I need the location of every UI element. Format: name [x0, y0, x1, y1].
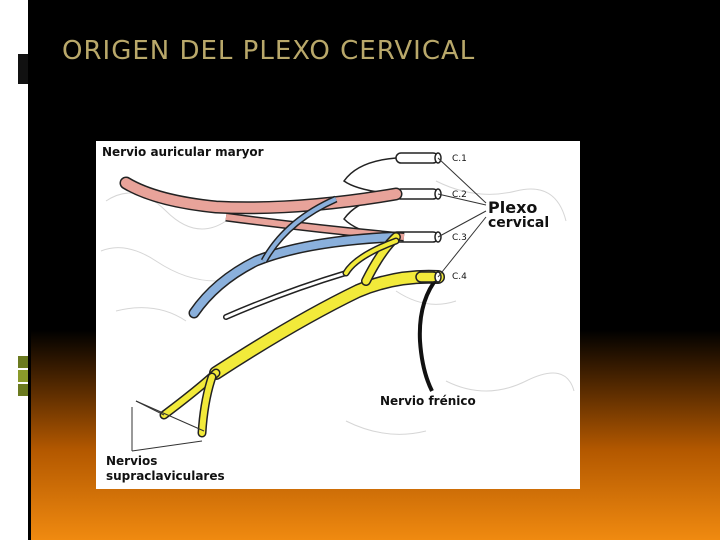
- auricular-nerve-fill: [121, 178, 401, 213]
- diagram-svg: Nervio auricular maryor C.1 C.2 C.3 C.4 …: [100, 145, 575, 483]
- label-c3: C.3: [452, 233, 467, 243]
- mid-marker-1: [18, 356, 28, 368]
- phrenic-nerve: [417, 275, 440, 392]
- supraclavicular-nerves: [159, 232, 445, 438]
- label-supraclaviculares: supraclaviculares: [106, 469, 225, 483]
- blue-nerve-fill: [190, 233, 398, 317]
- root-c1: [395, 152, 439, 164]
- slide-title: ORIGEN DEL PLEXO CERVICAL: [62, 36, 476, 66]
- left-accent-bar: [0, 0, 28, 540]
- blue-nerve-upper-fill: [262, 197, 337, 262]
- label-nervios: Nervios: [106, 454, 157, 468]
- label-cervical: cervical: [488, 215, 549, 231]
- label-auricular: Nervio auricular maryor: [102, 145, 264, 159]
- label-c1: C.1: [452, 154, 467, 164]
- label-plexo: Plexo: [488, 198, 537, 217]
- label-c2: C.2: [452, 190, 467, 200]
- mid-marker-2: [18, 370, 28, 382]
- mid-marker-3: [18, 384, 28, 396]
- leader-lines: [131, 157, 487, 452]
- label-frenico: Nervio frénico: [380, 394, 476, 408]
- left-divider-line: [28, 0, 31, 540]
- thin-branch-fill: [224, 271, 348, 319]
- cervical-plexus-diagram: Nervio auricular maryor C.1 C.2 C.3 C.4 …: [96, 141, 580, 489]
- label-c4: C.4: [452, 272, 467, 282]
- top-marker: [18, 54, 28, 84]
- background-sketch: [100, 180, 575, 435]
